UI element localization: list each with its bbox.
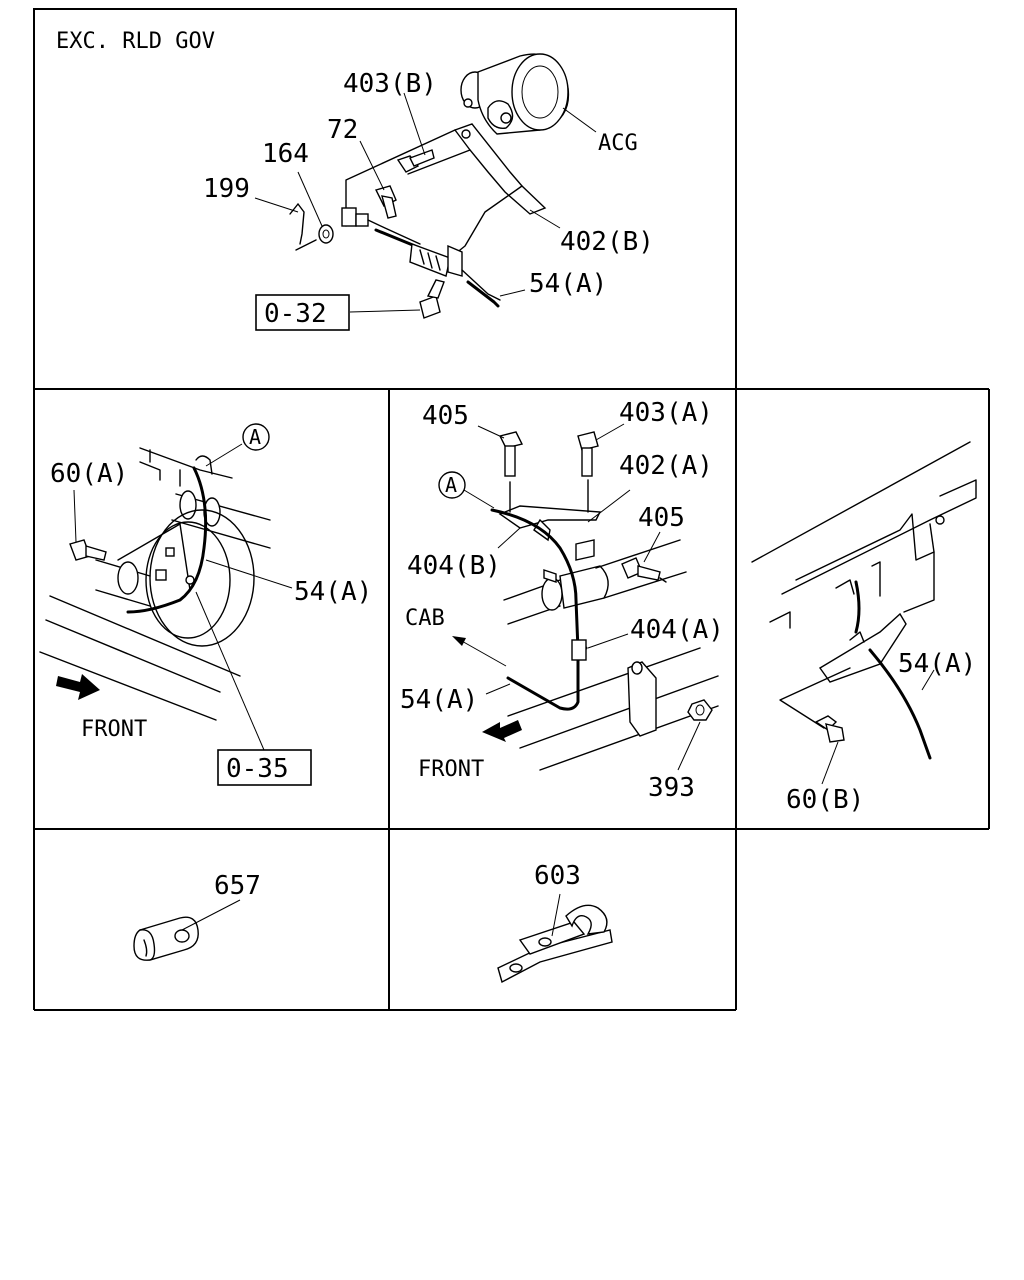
clip-199-drawing — [289, 203, 317, 251]
cable-end-drawing — [341, 207, 501, 308]
bolt-032-drawing — [419, 279, 445, 319]
bolt-60a-drawing — [69, 539, 107, 561]
circle-a-marker-left — [242, 423, 270, 451]
washer-164-drawing — [318, 224, 334, 244]
bracket-402b-drawing — [345, 123, 547, 255]
cab-arrow-icon — [452, 636, 466, 646]
bracket-402a-drawing — [498, 479, 602, 561]
panel-top: EXC. RLD GOV ACG 402(B) 403 — [56, 29, 654, 331]
label-393: 393 — [648, 773, 695, 803]
bolt-403b-drawing — [396, 149, 435, 173]
nut-393-drawing — [687, 699, 713, 721]
label-ref-032: 0-32 — [264, 299, 327, 329]
label-603: 603 — [534, 861, 581, 891]
label-404b: 404(B) — [407, 551, 501, 581]
circle-a-marker-center — [438, 471, 466, 499]
panel-clip-603: 603 — [497, 861, 613, 984]
label-60b: 60(B) — [786, 785, 864, 815]
label-front-center: FRONT — [418, 757, 484, 782]
panel-left: 60(A) A 54(A) FRONT 0-35 — [39, 423, 372, 786]
label-402a: 402(A) — [619, 451, 713, 481]
center-chassis-drawing — [490, 508, 719, 771]
panel-center: 405 403(A) 402(A) 405 — [400, 398, 724, 803]
label-72: 72 — [327, 115, 358, 145]
bolt-403a-drawing — [577, 431, 599, 477]
label-403b: 403(B) — [343, 69, 437, 99]
front-arrow-icon-left — [56, 674, 100, 700]
bolt-60b-drawing — [814, 715, 845, 743]
label-cab: CAB — [405, 606, 445, 631]
bolt-72-drawing — [374, 185, 397, 219]
panel-right: 60(B) 54(A) — [751, 441, 977, 815]
label-acg: ACG — [598, 131, 638, 156]
label-405-mid: 405 — [638, 503, 685, 533]
label-199: 199 — [203, 174, 250, 204]
label-164: 164 — [262, 139, 309, 169]
ref-box-032 — [255, 294, 350, 331]
label-54a-center: 54(A) — [400, 685, 478, 715]
label-657: 657 — [214, 871, 261, 901]
label-403a: 403(A) — [619, 398, 713, 428]
clip-603-drawing — [497, 904, 613, 984]
frame-rail-drawing — [39, 447, 271, 721]
clip-657-drawing — [133, 916, 199, 961]
label-402b: 402(B) — [560, 227, 654, 257]
label-54a-right: 54(A) — [898, 649, 976, 679]
ref-box-035 — [217, 749, 312, 786]
label-54a-left: 54(A) — [294, 577, 372, 607]
right-frame-drawing — [751, 441, 977, 760]
label-circle-a-left: A — [249, 425, 261, 449]
panel-clip-657: 657 — [133, 871, 261, 961]
acg-alternator-drawing — [460, 53, 570, 135]
bolt-405-top-drawing — [498, 431, 524, 477]
label-front-left: FRONT — [81, 717, 147, 742]
label-54a-top: 54(A) — [529, 269, 607, 299]
label-405-top: 405 — [422, 401, 469, 431]
label-60a: 60(A) — [50, 459, 128, 489]
panel-frames — [33, 8, 990, 1011]
label-circle-a-center: A — [445, 473, 457, 497]
panel-heading: EXC. RLD GOV — [56, 29, 215, 54]
label-404a: 404(A) — [630, 615, 724, 645]
label-ref-035: 0-35 — [226, 754, 289, 784]
front-arrow-icon-center — [482, 720, 522, 742]
